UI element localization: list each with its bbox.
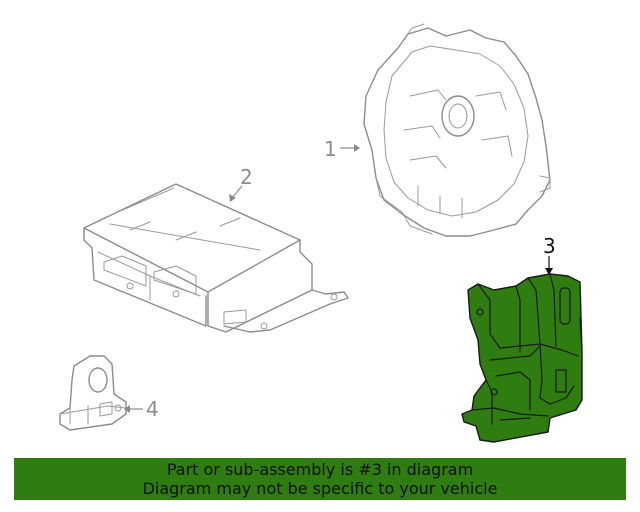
part-1-clockspring[interactable]: [363, 23, 551, 237]
callout-2: 2: [229, 165, 253, 202]
callout-4-label: 4: [146, 397, 159, 421]
banner-line-1: Part or sub-assembly is #3 in diagram: [166, 460, 474, 479]
part-4-sensor[interactable]: [59, 355, 127, 431]
leader-line-2: [231, 185, 243, 199]
callout-3: 3: [543, 234, 556, 275]
arrowhead-3: [545, 268, 553, 275]
callout-2-label: 2: [240, 165, 253, 189]
arrowhead-1: [354, 144, 360, 152]
arrowhead-4: [124, 405, 130, 413]
arrowhead-2: [229, 194, 236, 202]
part-3-bracket[interactable]: [461, 273, 583, 443]
callout-1-label: 1: [324, 137, 337, 161]
banner-line-2: Diagram may not be specific to your vehi…: [142, 479, 498, 498]
callout-1: 1: [324, 137, 360, 161]
info-banner: Part or sub-assembly is #3 in diagram Di…: [14, 458, 626, 500]
callout-4: 4: [124, 397, 159, 421]
part-2-control-module[interactable]: [83, 183, 349, 333]
callout-3-label: 3: [543, 234, 556, 258]
